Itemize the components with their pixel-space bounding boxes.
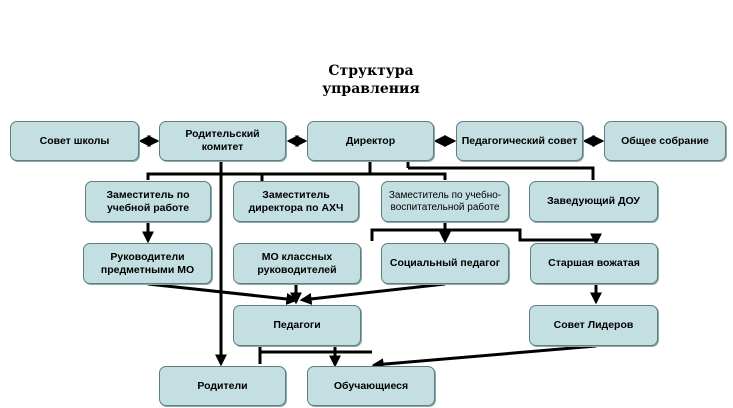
node-label: Обучающиеся (333, 379, 409, 392)
node-students: Обучающиеся (307, 366, 435, 406)
node-senior-counselor: Старшая вожатая (530, 243, 658, 284)
edge-bus-director-deputies (146, 172, 447, 180)
node-label: Директор (345, 134, 396, 147)
node-mo-class-teachers: МО классных руководителей (233, 243, 361, 284)
node-school-council: Совет школы (10, 121, 139, 161)
node-director: Директор (307, 121, 434, 161)
node-label: Заместитель по учебно-воспитательной раб… (388, 189, 502, 213)
node-label: Заместитель директора по АХЧ (248, 188, 344, 214)
node-label: Руководители предметными МО (100, 250, 195, 276)
node-label: Социальный педагог (389, 257, 501, 269)
node-label: Родительский комитет (185, 128, 260, 153)
node-label: Общее собрание (621, 134, 709, 147)
node-label: Заместитель по учебной работе (106, 188, 190, 214)
node-subject-mo-heads: Руководители предметными МО (83, 243, 212, 284)
node-general-meeting: Общее собрание (604, 121, 726, 161)
node-parents: Родители (159, 366, 286, 406)
node-label: Старшая вожатая (548, 257, 640, 269)
diagram-title: Структура управления (271, 62, 471, 98)
title-line-2: управления (322, 81, 420, 97)
node-deputy-educational: Заместитель по учебно-воспитательной раб… (381, 181, 509, 222)
node-parent-committee: Родительский комитет (159, 121, 286, 161)
node-social-pedagogue: Социальный педагог (381, 243, 509, 284)
edge-leaders-students (371, 344, 597, 371)
node-head-dou: Заведующий ДОУ (529, 181, 658, 222)
edge-to-dou (408, 166, 595, 180)
node-label: Родители (197, 379, 248, 392)
title-line-1: Структура (328, 63, 414, 79)
edge-deputy-edu-mo-class (370, 222, 447, 241)
node-label: Заведующий ДОУ (547, 195, 640, 207)
node-label: Педагогический совет (461, 134, 578, 147)
node-deputy-ahch: Заместитель директора по АХЧ (233, 181, 359, 222)
node-leaders-council: Совет Лидеров (529, 305, 658, 346)
edge-deputy-edu-senior (445, 228, 602, 246)
edge-social-teachers (299, 282, 446, 305)
edge-teachers-split (258, 346, 372, 354)
node-pedagogical-council: Педагогический совет (456, 121, 583, 161)
node-label: Совет Лидеров (553, 319, 634, 331)
node-deputy-academic: Заместитель по учебной работе (85, 181, 211, 222)
node-label: Педагоги (273, 319, 321, 331)
node-label: Совет школы (39, 134, 110, 147)
node-teachers: Педагоги (233, 305, 361, 346)
node-label: МО классных руководителей (257, 250, 337, 276)
